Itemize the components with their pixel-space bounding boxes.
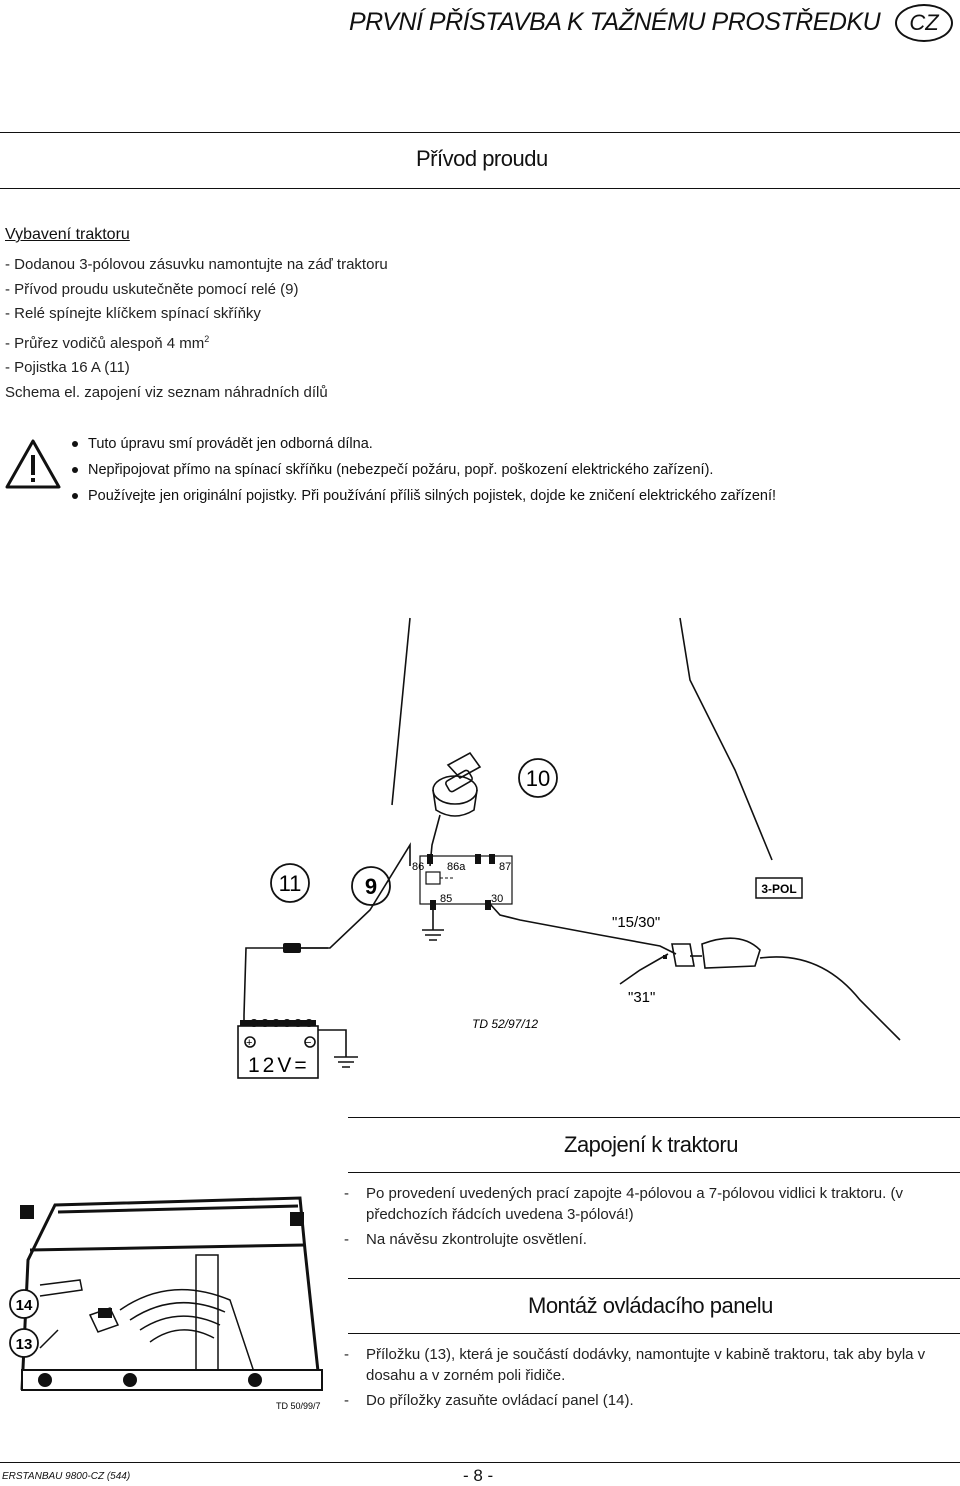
list-item-text: Po provedení uvedených prací zapojte 4-p…	[366, 1185, 903, 1223]
battery-minus: −	[305, 1037, 311, 1049]
equipment-heading: Vybavení traktoru	[5, 226, 130, 243]
battery-voltage: 12V=	[248, 1054, 310, 1077]
list-item-text: Na návěsu zkontrolujte osvětlení.	[366, 1231, 587, 1248]
terminal-31-label: "31"	[628, 989, 655, 1006]
battery-plus: +	[246, 1037, 252, 1049]
wiring-diagram: 10 11 9 86 86a 87 85 30 3-POL "15/30" "3…	[237, 617, 901, 1079]
callout-14: 14	[16, 1297, 33, 1314]
section-title-connection: Zapojení k traktoru	[564, 1132, 738, 1157]
list-item-text: Do příložky zasuňte ovládací panel (14).	[366, 1392, 634, 1409]
superscript: 2	[204, 333, 210, 344]
warning-icon	[5, 439, 61, 489]
relay-terminal-85: 85	[440, 893, 452, 905]
relay-terminal-86: 86	[412, 861, 424, 873]
language-badge: CZ	[895, 4, 953, 42]
warning-item: Tuto úpravu smí provádět jen odborná díl…	[72, 431, 776, 457]
page-number: - 8 -	[463, 1466, 494, 1485]
warning-item: Nepřipojovat přímo na spínací skříňku (n…	[72, 457, 776, 483]
list-item: -Příložku (13), která je součástí dodávk…	[344, 1344, 956, 1386]
section-rule	[348, 1172, 960, 1173]
list-item-text: - Průřez vodičů alespoň 4 mm	[5, 334, 205, 352]
page-header-title: PRVNÍ PŘÍSTAVBA K TAŽNÉMU PROSTŘEDKU	[349, 8, 881, 36]
relay-terminal-86a: 86a	[447, 861, 466, 873]
panel-list: -Příložku (13), která je součástí dodávk…	[344, 1344, 956, 1411]
section-rule	[348, 1117, 960, 1118]
list-item: - Relé spínejte klíčkem spínací skříňky	[5, 305, 261, 322]
cab-illustration: 14 13 TD 50/99/7	[9, 1196, 323, 1410]
list-item: - Přívod proudu uskutečněte pomocí relé …	[5, 280, 299, 298]
section-rule	[0, 188, 960, 189]
connector-3pol-label: 3-POL	[761, 882, 796, 896]
callout-10: 10	[526, 766, 550, 791]
callout-13: 13	[16, 1336, 33, 1353]
section-rule	[348, 1333, 960, 1334]
callout-11: 11	[279, 871, 302, 896]
list-item-text: Příložku (13), která je součástí dodávky…	[366, 1346, 926, 1384]
header-rule	[0, 132, 960, 133]
warning-item: Používejte jen originální pojistky. Při …	[72, 483, 776, 509]
relay-terminal-87: 87	[499, 861, 511, 873]
list-item: - Průřez vodičů alespoň 4 mm2	[5, 327, 388, 357]
callout-9: 9	[365, 874, 377, 899]
equipment-list: - Dodanou 3-pólovou zásuvku namontujte n…	[5, 253, 388, 405]
list-item: Schema el. zapojení viz seznam náhradníc…	[5, 383, 328, 401]
list-item: - Pojistka 16 A (11)	[5, 359, 130, 376]
illustration-reference: TD 50/99/7	[276, 1401, 321, 1410]
relay-terminal-30: 30	[491, 893, 503, 905]
list-item: -Do příložky zasuňte ovládací panel (14)…	[344, 1392, 634, 1409]
footer-rule	[0, 1462, 960, 1463]
drawing-reference: TD 52/97/12	[472, 1017, 538, 1031]
connection-list: -Po provedení uvedených prací zapojte 4-…	[344, 1183, 956, 1250]
terminal-1530-label: "15/30"	[612, 914, 660, 931]
section-rule	[348, 1278, 960, 1279]
list-item: -Po provedení uvedených prací zapojte 4-…	[344, 1183, 956, 1225]
list-item: - Dodanou 3-pólovou zásuvku namontujte n…	[5, 256, 388, 273]
section-title-panel: Montáž ovládacího panelu	[528, 1293, 773, 1318]
list-item: -Na návěsu zkontrolujte osvětlení.	[344, 1231, 587, 1248]
warning-list: Tuto úpravu smí provádět jen odborná díl…	[72, 431, 776, 509]
section-title-power: Přívod proudu	[416, 146, 548, 171]
footer-document-id: ERSTANBAU 9800-CZ (544)	[2, 1471, 131, 1482]
